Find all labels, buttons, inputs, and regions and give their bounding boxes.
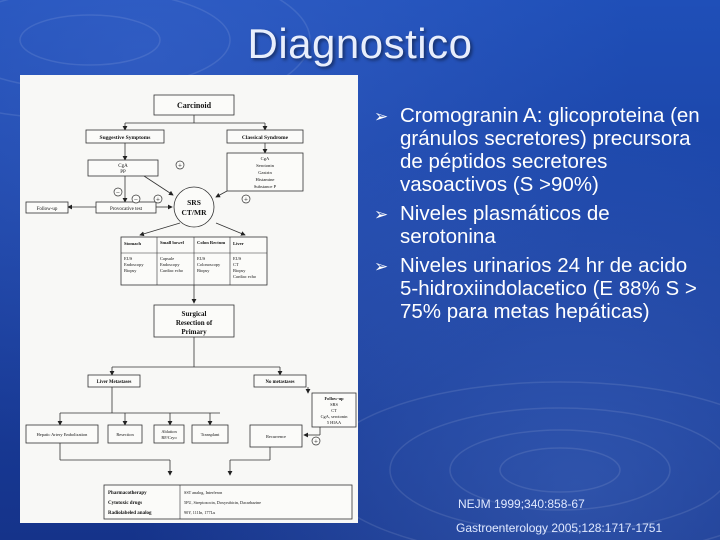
- plus-sign: +: [244, 196, 248, 204]
- table-cell: CT: [233, 262, 239, 267]
- test-label: Histamine: [256, 177, 275, 182]
- bullet-text: Cromogranin A: glicoproteina (en gránulo…: [400, 104, 700, 196]
- table-cell: EUS: [197, 256, 206, 261]
- table-cell: Biopsy: [124, 268, 137, 273]
- bullet-item: ➢ Niveles urinarios 24 hr de acido 5-hid…: [372, 254, 708, 323]
- table-cell: Cardiac echo: [160, 268, 184, 273]
- table-cell: Cardiac echo: [233, 274, 257, 279]
- test-label: CgA: [261, 156, 270, 161]
- therapy-detail: 5FU, Streptozocin, Doxyrubicin, Dacarbaz…: [184, 500, 261, 506]
- treatment-label: RF/Cryo: [161, 435, 177, 440]
- pp-label: PP: [120, 170, 126, 175]
- plus-sign: +: [156, 196, 160, 204]
- suggestive-label: Suggestive Symptoms: [100, 135, 151, 141]
- therapy-detail: 90Y, 111In, 177Lu: [184, 510, 216, 516]
- test-label: Gastrin: [258, 170, 272, 175]
- surgical-label: Primary: [181, 328, 207, 336]
- surgical-label: Resection of: [176, 319, 213, 327]
- reference-gastroenterology: Gastroenterology 2005;128:1717-1751: [456, 521, 663, 535]
- table-cell: Endoscopy: [124, 262, 144, 267]
- table-cell: Endoscopy: [160, 262, 180, 267]
- therapy-label: Pharmacotherapy: [108, 491, 147, 496]
- follow-up-box-item: SRS: [330, 402, 338, 407]
- table-cell: Biopsy: [197, 268, 210, 273]
- table-header: Colon Rectum: [197, 240, 225, 245]
- surgical-label: Surgical: [182, 310, 207, 318]
- therapy-label: Radiolabeled analog: [108, 511, 152, 516]
- table-cell: Biopsy: [233, 268, 246, 273]
- test-label: Substance P: [254, 184, 277, 189]
- no-mets-label: No metastases: [266, 380, 295, 385]
- treatment-label: Resection: [116, 432, 134, 437]
- treatment-label: Transplant: [201, 432, 220, 437]
- treatment-label: Hepatic Artery Embolization: [37, 432, 89, 437]
- table-cell: Colonoscopy: [197, 262, 221, 267]
- follow-up-label: Follow-up: [37, 207, 58, 212]
- table-header: Small bowel: [160, 240, 185, 245]
- arrow-bullet-icon: ➢: [374, 205, 389, 224]
- table-cell: EUS: [124, 256, 133, 261]
- provocative-label: Provocative test: [110, 207, 143, 212]
- bullet-item: ➢ Niveles plasmáticos de serotonina: [372, 202, 708, 248]
- treatment-label: Ablation: [161, 429, 177, 434]
- cga-label: CgA: [118, 164, 128, 169]
- treatment-label: Recurrence: [266, 434, 286, 439]
- liver-mets-label: Liver Metastases: [97, 380, 132, 385]
- arrow-bullet-icon: ➢: [374, 107, 389, 126]
- bullet-text: Niveles plasmáticos de serotonina: [400, 202, 610, 248]
- therapy-label: Cytotoxic drugs: [108, 501, 142, 506]
- ct-mr-label: CT/MR: [182, 208, 208, 217]
- table-header: Liver: [233, 241, 244, 246]
- table-cell: EUS: [233, 256, 242, 261]
- follow-up-box-item: CgA, serotonin: [321, 414, 349, 420]
- bullet-item: ➢ Cromogranin A: glicoproteina (en gránu…: [372, 104, 708, 196]
- table-cell: Capsule: [160, 256, 174, 261]
- plus-sign: +: [178, 162, 182, 170]
- plus-sign: +: [314, 438, 318, 446]
- arrow-bullet-icon: ➢: [374, 257, 389, 276]
- follow-up-box-label: Follow-up: [324, 396, 344, 401]
- classical-label: Classical Syndrome: [242, 135, 289, 141]
- follow-up-box-item: CT: [331, 408, 337, 413]
- diagnostic-flowchart: + − − + + + Carcinoid Suggestive Symptom…: [20, 75, 358, 523]
- carcinoid-label: Carcinoid: [177, 101, 212, 110]
- slide-title: Diagnostico: [247, 20, 473, 67]
- srs-label: SRS: [187, 198, 201, 207]
- minus-sign: −: [134, 196, 138, 204]
- follow-up-box-item: 5 HIAA: [327, 420, 342, 425]
- table-header: Stomach: [124, 241, 142, 246]
- therapy-detail: SST analog, Interferon: [184, 490, 223, 496]
- reference-nejm: NEJM 1999;340:858-67: [458, 497, 585, 511]
- bullet-list: ➢ Cromogranin A: glicoproteina (en gránu…: [372, 104, 708, 329]
- bullet-text: Niveles urinarios 24 hr de acido 5-hidro…: [400, 254, 697, 323]
- test-label: Serotonin: [256, 163, 275, 168]
- minus-sign: −: [116, 189, 120, 197]
